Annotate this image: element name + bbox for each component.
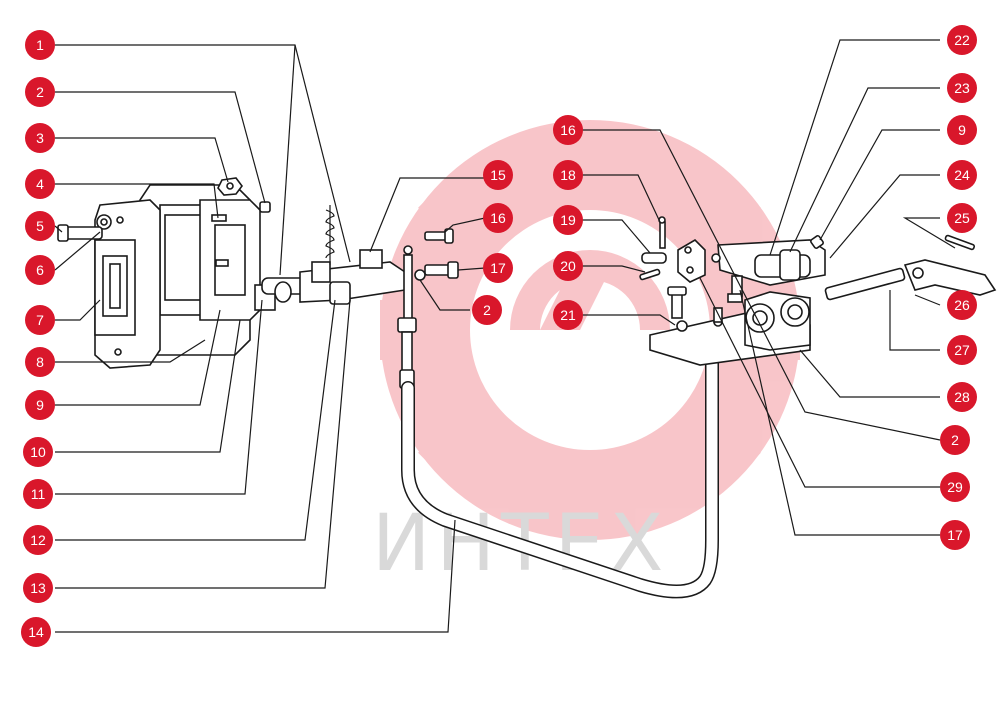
callout-7: 7 xyxy=(25,305,55,335)
svg-text:24: 24 xyxy=(954,167,970,183)
callout-26: 26 xyxy=(947,290,977,320)
svg-text:2: 2 xyxy=(483,302,491,318)
callout-15: 15 xyxy=(483,160,513,190)
callout-10: 10 xyxy=(23,437,53,467)
svg-text:7: 7 xyxy=(36,312,44,328)
svg-text:20: 20 xyxy=(560,258,576,274)
callout-3: 3 xyxy=(25,123,55,153)
svg-text:10: 10 xyxy=(30,444,46,460)
right-assembly xyxy=(639,216,997,366)
callout-4: 4 xyxy=(25,169,55,199)
callout-5: 5 xyxy=(25,211,55,241)
callout-9: 9 xyxy=(25,390,55,420)
callout-1: 1 xyxy=(25,30,55,60)
callout-17-right: 17 xyxy=(940,520,970,550)
svg-text:18: 18 xyxy=(560,167,576,183)
callout-19: 19 xyxy=(553,205,583,235)
callout-23: 23 xyxy=(947,73,977,103)
callout-6: 6 xyxy=(25,255,55,285)
callout-9-right: 9 xyxy=(947,115,977,145)
svg-text:13: 13 xyxy=(30,580,46,596)
svg-text:4: 4 xyxy=(36,176,44,192)
svg-text:19: 19 xyxy=(560,212,576,228)
callout-22: 22 xyxy=(947,25,977,55)
callout-12: 12 xyxy=(23,525,53,555)
svg-text:16: 16 xyxy=(490,210,506,226)
callout-2: 2 xyxy=(25,77,55,107)
svg-text:21: 21 xyxy=(560,307,576,323)
callout-25: 25 xyxy=(947,203,977,233)
callout-13: 13 xyxy=(23,573,53,603)
svg-text:17: 17 xyxy=(490,260,506,276)
svg-text:22: 22 xyxy=(954,32,970,48)
svg-text:9: 9 xyxy=(958,122,966,138)
callout-24: 24 xyxy=(947,160,977,190)
svg-text:29: 29 xyxy=(947,479,963,495)
callout-17-left: 17 xyxy=(483,253,513,283)
callout-16-right: 16 xyxy=(553,115,583,145)
svg-text:2: 2 xyxy=(36,84,44,100)
svg-text:17: 17 xyxy=(947,527,963,543)
callout-29: 29 xyxy=(940,472,970,502)
callout-11: 11 xyxy=(23,479,53,509)
svg-text:27: 27 xyxy=(954,342,970,358)
callout-8: 8 xyxy=(25,347,55,377)
svg-text:3: 3 xyxy=(36,130,44,146)
svg-text:8: 8 xyxy=(36,354,44,370)
svg-text:25: 25 xyxy=(954,210,970,226)
svg-text:2: 2 xyxy=(951,432,959,448)
callout-2-mid: 2 xyxy=(472,295,502,325)
svg-text:12: 12 xyxy=(30,532,46,548)
svg-text:6: 6 xyxy=(36,262,44,278)
svg-text:15: 15 xyxy=(490,167,506,183)
callout-27: 27 xyxy=(947,335,977,365)
svg-text:14: 14 xyxy=(28,624,44,640)
callout-2-right: 2 xyxy=(940,425,970,455)
callout-14: 14 xyxy=(21,617,51,647)
svg-text:5: 5 xyxy=(36,218,44,234)
svg-text:1: 1 xyxy=(36,37,44,53)
callout-20: 20 xyxy=(553,251,583,281)
svg-text:9: 9 xyxy=(36,397,44,413)
svg-text:16: 16 xyxy=(560,122,576,138)
callout-21: 21 xyxy=(553,300,583,330)
callout-badges: 1 2 3 4 5 6 7 8 9 10 11 12 13 14 15 16 1… xyxy=(21,25,977,647)
leader-lines xyxy=(54,39,956,633)
left-assembly xyxy=(57,177,459,389)
svg-text:26: 26 xyxy=(954,297,970,313)
callout-18: 18 xyxy=(553,160,583,190)
callout-28: 28 xyxy=(947,382,977,412)
svg-text:28: 28 xyxy=(954,389,970,405)
svg-text:11: 11 xyxy=(31,486,46,502)
callout-16-left: 16 xyxy=(483,203,513,233)
svg-text:23: 23 xyxy=(954,80,970,96)
